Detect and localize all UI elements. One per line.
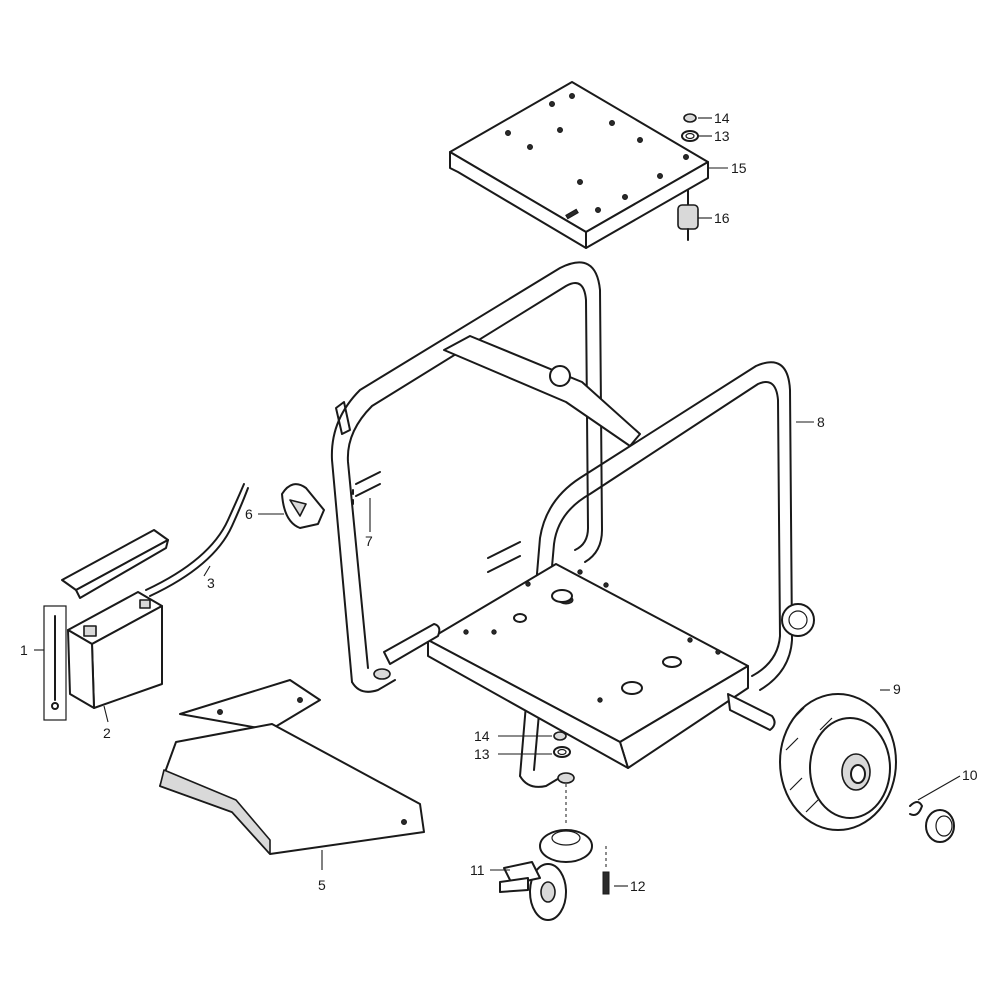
cover-plate (159, 679, 425, 855)
top-mounting-plate (449, 81, 709, 249)
callout-11: 11 (470, 862, 485, 878)
callout-6: 6 (245, 506, 253, 522)
tubular-frame (330, 261, 815, 788)
callout-14-top: 14 (714, 110, 730, 126)
leader-lines (34, 117, 961, 887)
battery-strap-bolt (43, 605, 67, 721)
castor-wheel (499, 784, 593, 921)
callout-1: 1 (20, 642, 28, 658)
pins (355, 471, 381, 497)
hub-cap-and-clip (909, 801, 955, 843)
vibration-damper (677, 189, 699, 241)
callout-15: 15 (731, 160, 747, 176)
callout-8: 8 (817, 414, 825, 430)
callout-3: 3 (207, 575, 215, 591)
top-nut-and-washer (681, 113, 699, 142)
battery (67, 591, 163, 709)
castor-bolt (602, 846, 610, 895)
callout-14-bottom: 14 (474, 728, 490, 744)
callout-13-top: 13 (714, 128, 730, 144)
bottom-nut-and-washer (553, 731, 571, 758)
battery-bracket (61, 483, 249, 599)
callout-2: 2 (103, 725, 111, 741)
callout-10: 10 (962, 767, 978, 783)
callout-9: 9 (893, 681, 901, 697)
base-tray (373, 541, 776, 784)
callout-16: 16 (714, 210, 730, 226)
cable-clamp (281, 483, 325, 529)
callout-13-bottom: 13 (474, 746, 490, 762)
callout-7: 7 (365, 533, 373, 549)
callout-12: 12 (630, 878, 646, 894)
callout-5: 5 (318, 877, 326, 893)
transport-wheel (779, 693, 897, 831)
